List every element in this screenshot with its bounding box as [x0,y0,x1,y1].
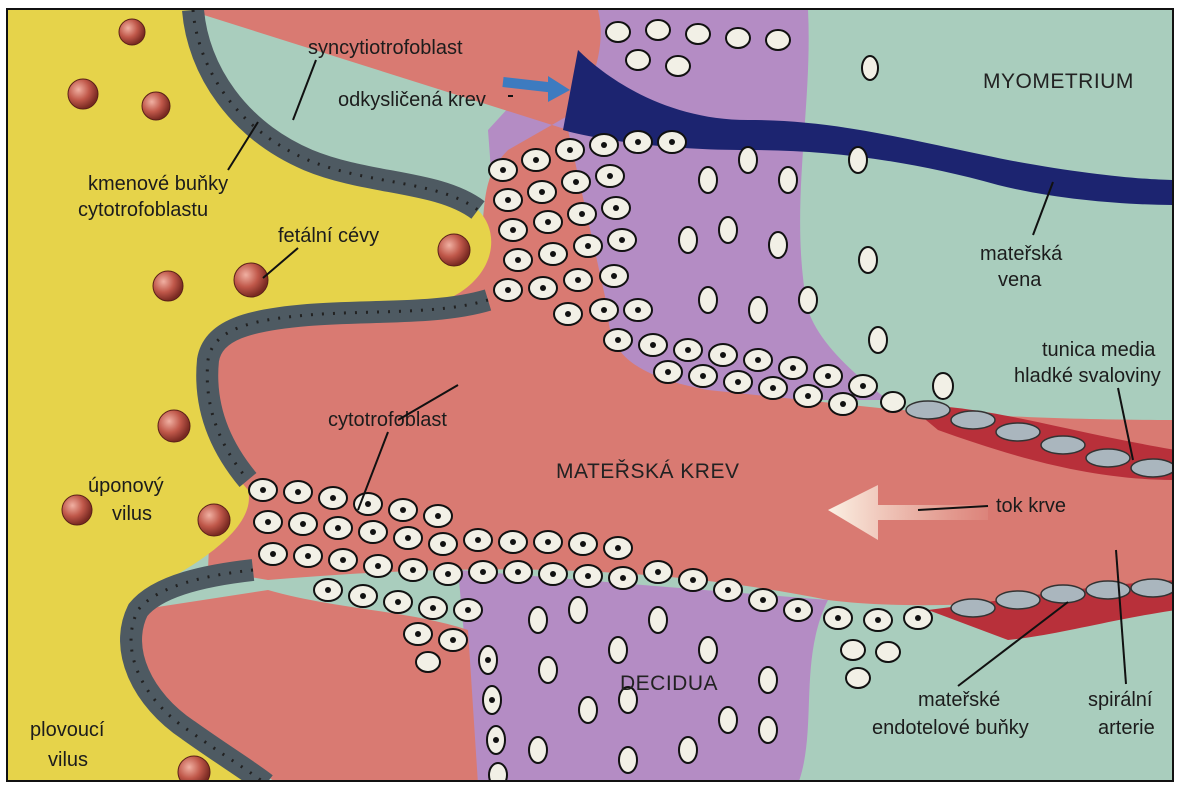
label-materske-endotel-line2: endotelové buňky [872,717,1029,739]
label-materske-endotel-line1: mateřské [918,689,1000,711]
label-uponovy-line2: vilus [112,503,152,525]
label-cytotrofoblast: cytotrofoblast [328,409,447,431]
label-materska-vena-line1: mateřská [980,243,1063,265]
label-myometrium: MYOMETRIUM [983,70,1134,93]
label-kmenove-bunky-line1: kmenové buňky [88,173,228,195]
label-uponovy-line1: úponový [88,475,164,497]
label-tunica-media-line1: tunica media [1042,339,1156,361]
label-materska-vena-line2: vena [998,269,1042,291]
placenta-diagram: syncytiotrofoblast odkysličená krev MYOM… [8,10,1174,782]
label-odkyslicena-krev: odkysličená krev [338,89,486,111]
label-spiralni-line2: arterie [1098,717,1155,739]
label-spiralni-line1: spirální [1088,689,1153,711]
label-tok-krve: tok krve [996,495,1066,517]
label-fetalni-cevy: fetální cévy [278,225,379,247]
diagram-frame: syncytiotrofoblast odkysličená krev MYOM… [6,8,1174,782]
label-plovouci-line1: plovoucí [30,719,105,741]
label-tunica-media-line2: hladké svaloviny [1014,365,1161,387]
label-kmenove-bunky-line2: cytotrofoblastu [78,199,208,221]
label-plovouci-line2: vilus [48,749,88,771]
label-materska-krev: MATEŘSKÁ KREV [556,460,739,483]
label-decidua: DECIDUA [620,672,718,695]
label-syncytiotrofoblast: syncytiotrofoblast [308,37,463,59]
